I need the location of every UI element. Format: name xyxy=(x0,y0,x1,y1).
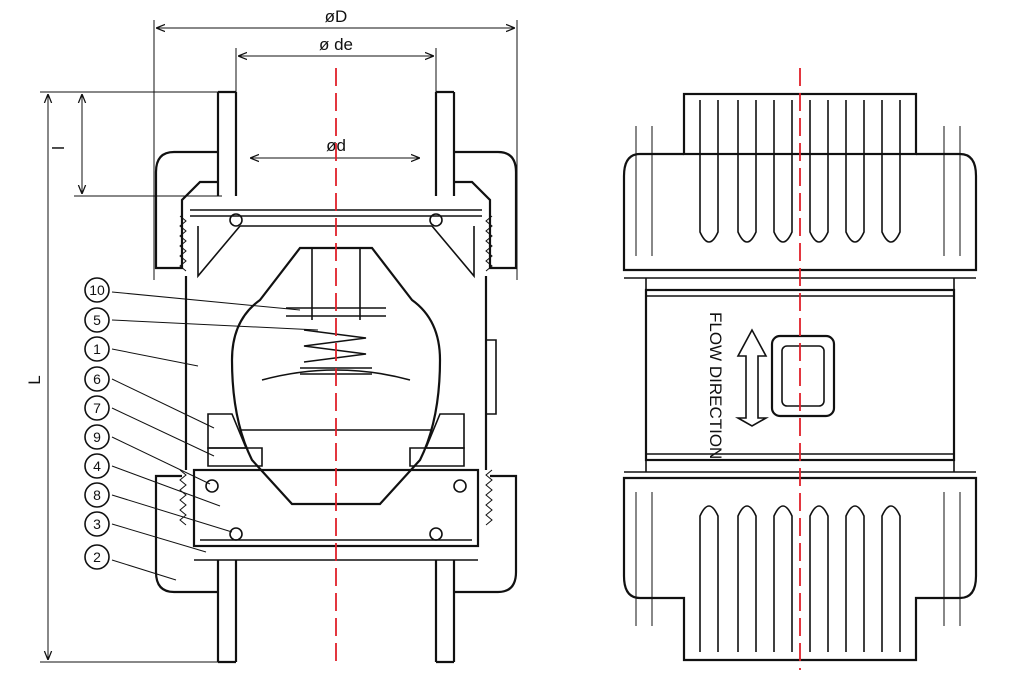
top-socket xyxy=(154,90,518,270)
callout-2: 2 xyxy=(84,544,110,570)
callout-label-2: 2 xyxy=(93,549,101,565)
callout-10: 10 xyxy=(84,277,110,303)
grip-rib xyxy=(737,505,757,652)
callout-1: 1 xyxy=(84,336,110,362)
grip-rib xyxy=(809,505,829,652)
dimension-label-socket-outer-diameter: ø de xyxy=(319,35,353,54)
bottom-socket xyxy=(154,468,518,664)
callout-7: 7 xyxy=(84,395,110,421)
dimension-label-socket-length: l xyxy=(49,146,68,150)
callout-label-6: 6 xyxy=(93,371,101,387)
callout-label-1: 1 xyxy=(93,341,101,357)
grip-rib xyxy=(809,100,829,243)
section-view: øD ø de ød l L xyxy=(25,7,518,666)
grip-rib xyxy=(881,100,901,243)
callout-label-8: 8 xyxy=(93,487,101,503)
exterior-view: FLOW DIRECTION xyxy=(622,68,978,670)
grip-rib xyxy=(881,505,901,652)
grip-rib xyxy=(737,100,757,243)
grip-rib xyxy=(845,100,865,243)
callout-leaders xyxy=(111,291,319,581)
grip-rib xyxy=(699,100,719,243)
grip-rib xyxy=(773,505,793,652)
callout-5: 5 xyxy=(84,307,110,333)
top-nut-ribs xyxy=(635,100,961,256)
callout-label-4: 4 xyxy=(93,458,101,474)
grip-rib xyxy=(773,100,793,243)
dimension-label-total-length: L xyxy=(25,375,44,384)
inspection-window xyxy=(770,334,836,418)
bottom-nut-ribs xyxy=(635,492,961,652)
callout-3: 3 xyxy=(84,511,110,537)
valve-body xyxy=(184,225,497,470)
dimension-total-length: L xyxy=(25,91,222,663)
callout-6: 6 xyxy=(84,366,110,392)
dimension-socket-length: l xyxy=(49,91,222,197)
grip-rib xyxy=(699,505,719,652)
callout-label-9: 9 xyxy=(93,429,101,445)
callout-label-5: 5 xyxy=(93,312,101,328)
valve-disc xyxy=(230,246,442,506)
dimension-inner-diameter: ød xyxy=(250,136,420,158)
callout-4: 4 xyxy=(84,453,110,479)
callout-label-3: 3 xyxy=(93,516,101,532)
top-threads xyxy=(179,215,493,272)
seat-rings xyxy=(207,413,465,467)
callout-label-7: 7 xyxy=(93,400,101,416)
flow-direction-label: FLOW DIRECTION xyxy=(706,312,725,459)
flow-arrow-icon xyxy=(734,328,770,427)
callout-8: 8 xyxy=(84,482,110,508)
dimension-socket-outer-diameter: ø de xyxy=(235,35,437,92)
grip-rib xyxy=(845,505,865,652)
callout-9: 9 xyxy=(84,424,110,450)
callout-label-10: 10 xyxy=(89,282,105,298)
dimension-label-outer-diameter: øD xyxy=(325,7,348,26)
